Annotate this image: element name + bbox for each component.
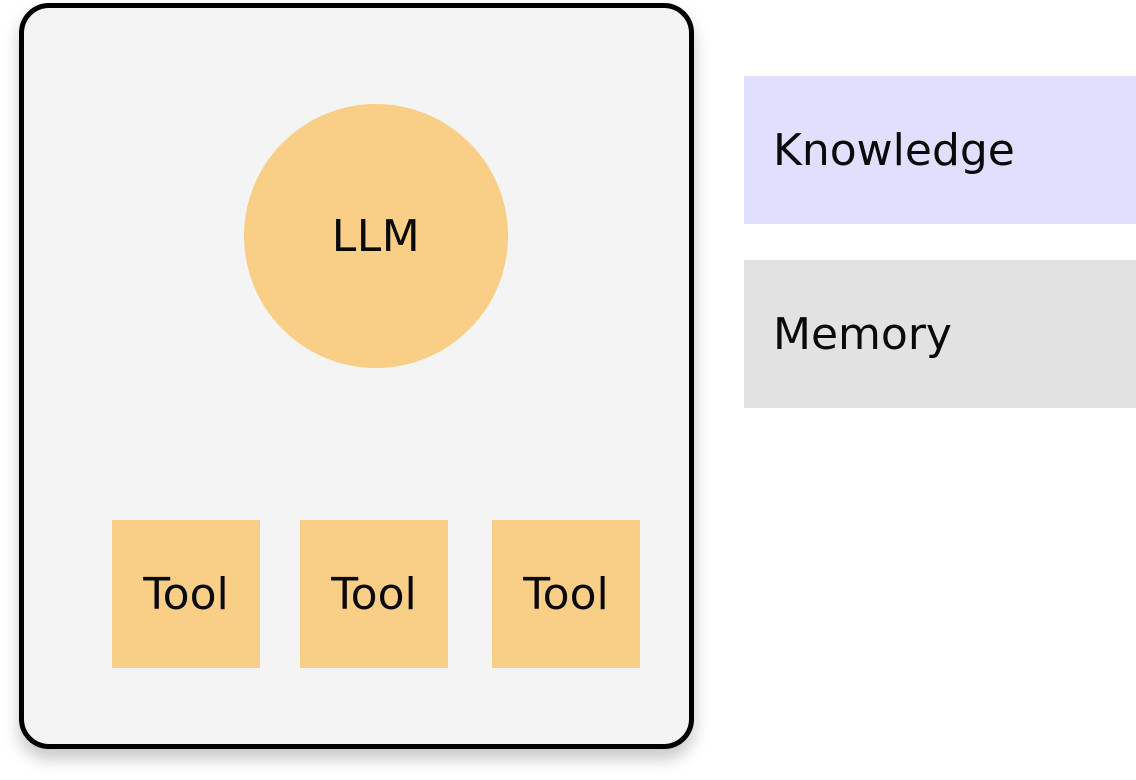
tool-label: Tool: [331, 568, 417, 620]
knowledge-panel: Knowledge: [744, 76, 1136, 224]
tool-node: Tool: [112, 520, 260, 668]
tool-node: Tool: [492, 520, 640, 668]
tool-label: Tool: [523, 568, 609, 620]
knowledge-label: Knowledge: [773, 124, 1015, 176]
agent-container: LLM Tool Tool Tool: [19, 3, 694, 749]
tool-node: Tool: [300, 520, 448, 668]
tool-label: Tool: [143, 568, 229, 620]
llm-label: LLM: [331, 210, 421, 262]
memory-panel: Memory: [744, 260, 1136, 408]
memory-label: Memory: [773, 308, 952, 360]
llm-node: LLM: [244, 104, 508, 368]
